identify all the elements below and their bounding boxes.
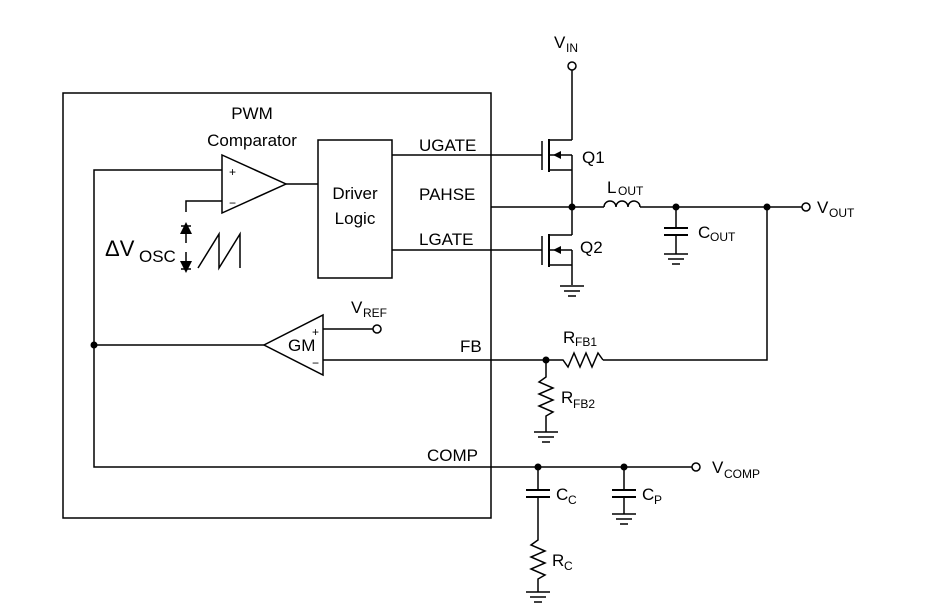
cout-ground-icon: [664, 253, 688, 265]
driver-logic-box: [317, 139, 393, 279]
cp-label: C: [642, 485, 654, 504]
ugate-label: UGATE: [419, 136, 476, 155]
pwm-comparator: [221, 153, 288, 215]
pahse-label: PAHSE: [419, 185, 475, 204]
vref-sub: REF: [363, 306, 387, 320]
driver-logic-label-1: Driver: [332, 184, 378, 203]
vin-label: V: [554, 33, 566, 52]
vcomp-sub: COMP: [724, 467, 760, 481]
vcomp-label: V: [712, 458, 724, 477]
cout-label: C: [698, 223, 710, 242]
q1-label: Q1: [582, 148, 605, 167]
lout-label: L: [607, 178, 616, 197]
rfb1-resistor: [546, 351, 604, 369]
driver-logic-label-2: Logic: [335, 209, 376, 228]
controller-ic-box: [62, 92, 492, 519]
cp-sub: P: [654, 493, 662, 507]
q2-ground-icon: [560, 285, 584, 297]
comparator-title-text: Comparator: [207, 131, 297, 150]
q1-mosfet: [541, 139, 573, 207]
rc-ground-icon: [526, 591, 550, 603]
vref-label: V: [351, 298, 363, 317]
rc-sub: C: [564, 559, 573, 573]
comparator-plus-sign: +: [229, 165, 236, 179]
q2-label: Q2: [580, 238, 603, 257]
inductor-lout: [603, 200, 641, 208]
rc-label: R: [552, 551, 564, 570]
lgate-label: LGATE: [419, 230, 473, 249]
rfb1-sub: FB1: [575, 335, 597, 349]
comp-label: COMP: [427, 446, 478, 465]
cc-label: C: [556, 485, 568, 504]
rfb2-ground-icon: [534, 431, 558, 443]
delta-vosc-sub: OSC: [139, 247, 176, 266]
vin-terminal: [567, 61, 577, 71]
rfb2-label: R: [561, 388, 573, 407]
sawtooth-waveform: [197, 231, 241, 271]
rfb2-resistor: [537, 360, 555, 432]
vref-terminal: [372, 324, 382, 334]
pwm-title: PWM: [231, 104, 273, 123]
vin-sub: IN: [566, 41, 578, 55]
delta-vosc-label: ΔV: [105, 236, 135, 261]
cp-ground-icon: [612, 513, 636, 525]
lout-sub: OUT: [618, 184, 644, 198]
comparator-minus-wire: [185, 200, 222, 212]
gm-minus-sign: −: [312, 356, 319, 370]
gm-label: GM: [288, 336, 315, 355]
rc-resistor: [529, 497, 547, 592]
vout-terminal: [801, 202, 811, 212]
fb-label: FB: [460, 337, 482, 356]
vout-sub: OUT: [829, 206, 855, 220]
vout-feedback-wire: [603, 207, 768, 361]
cc-sub: C: [568, 493, 577, 507]
cout-sub: OUT: [710, 230, 736, 244]
rfb2-sub: FB2: [573, 397, 595, 411]
vcomp-terminal: [691, 462, 701, 472]
q2-mosfet: [541, 207, 573, 285]
gm-amplifier: [262, 313, 324, 377]
gm-plus-sign: +: [312, 325, 319, 339]
comp-rail-wire: [93, 169, 538, 468]
vout-label: V: [817, 198, 829, 217]
rfb1-label: R: [563, 328, 575, 347]
comparator-minus-sign: −: [229, 196, 236, 210]
